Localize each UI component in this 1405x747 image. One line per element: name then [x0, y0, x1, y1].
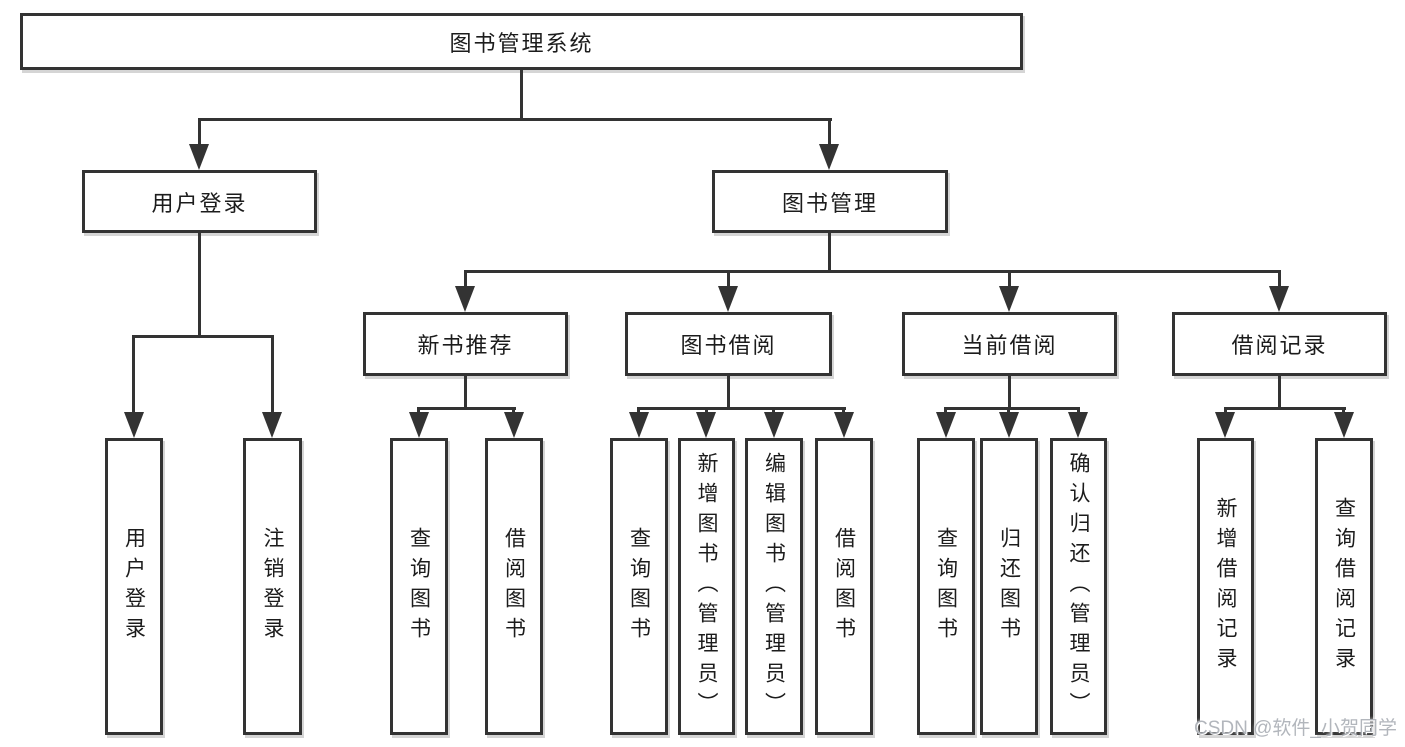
arrow-down-icon [124, 412, 144, 438]
node-label: 图书管理系统 [449, 30, 594, 56]
node-library-system: 图书管理系统 [20, 13, 1023, 70]
connector-line [1008, 270, 1011, 288]
connector-line [1224, 407, 1346, 410]
leaf-query-books-recommend: 查询图书 [390, 438, 448, 735]
leaf-query-books-borrow: 查询图书 [610, 438, 668, 735]
leaf-confirm-return-admin: 确认归还（管理员） [1050, 438, 1107, 735]
node-label: 用户登录 [151, 190, 248, 216]
connector-line [520, 70, 523, 118]
node-label: 注销登录 [261, 526, 284, 647]
node-label: 图书管理 [781, 190, 878, 216]
node-book-borrow: 图书借阅 [625, 312, 832, 376]
node-user-login-group: 用户登录 [82, 170, 317, 233]
arrow-down-icon [504, 412, 524, 438]
node-label: 借阅图书 [502, 526, 526, 647]
node-label: 查询图书 [627, 526, 651, 647]
leaf-borrow-books: 借阅图书 [815, 438, 873, 735]
leaf-borrow-books-recommend: 借阅图书 [485, 438, 543, 735]
leaf-query-borrow-record: 查询借阅记录 [1315, 438, 1373, 735]
leaf-add-borrow-record: 新增借阅记录 [1197, 438, 1254, 735]
arrow-down-icon [819, 144, 839, 170]
arrow-down-icon [629, 412, 649, 438]
arrow-down-icon [999, 286, 1019, 312]
connector-line [464, 270, 467, 288]
connector-line [1278, 376, 1281, 410]
node-label: 借阅图书 [832, 526, 856, 647]
connector-line [944, 407, 947, 416]
connector-line [727, 270, 730, 288]
leaf-user-login: 用户登录 [105, 438, 163, 735]
node-label: 查询借阅记录 [1332, 496, 1356, 677]
connector-line [198, 118, 201, 148]
arrow-down-icon [1269, 286, 1289, 312]
connector-line [271, 335, 274, 414]
node-label: 新书推荐 [417, 333, 514, 358]
connector-line [637, 407, 640, 416]
connector-line [828, 118, 831, 148]
connector-line [512, 407, 515, 416]
connector-line [1008, 376, 1011, 410]
node-label: 借阅记录 [1231, 333, 1328, 358]
node-label: 新增借阅记录 [1214, 496, 1237, 677]
connector-line [132, 335, 135, 414]
arrow-down-icon [696, 412, 716, 438]
connector-line [727, 376, 730, 410]
connector-line [198, 233, 201, 335]
connector-line [842, 407, 845, 416]
csdn-watermark: CSDN @软件_小贺同学 [1194, 718, 1397, 739]
leaf-edit-book-admin: 编辑图书（管理员） [745, 438, 803, 735]
node-current-borrow: 当前借阅 [902, 312, 1117, 376]
node-borrow-records: 借阅记录 [1172, 312, 1387, 376]
connector-line [705, 407, 708, 416]
node-label: 新增图书（管理员） [695, 451, 718, 722]
node-label: 编辑图书（管理员） [762, 451, 786, 722]
node-label: 当前借阅 [961, 333, 1058, 358]
connector-line [1342, 407, 1345, 416]
node-label: 查询图书 [934, 526, 958, 647]
arrow-down-icon [1068, 412, 1088, 438]
connector-line [772, 407, 775, 416]
connector-line [944, 407, 1080, 410]
connector-line [1007, 407, 1010, 416]
arrow-down-icon [718, 286, 738, 312]
node-label: 图书借阅 [680, 333, 777, 358]
connector-line [1278, 270, 1281, 288]
node-label: 归还图书 [997, 526, 1021, 647]
connector-line [464, 270, 1281, 273]
arrow-down-icon [189, 144, 209, 170]
node-label: 确认归还（管理员） [1067, 451, 1090, 722]
connector-line [198, 118, 832, 121]
node-label: 用户登录 [122, 526, 146, 647]
arrow-down-icon [455, 286, 475, 312]
connector-line [637, 407, 846, 410]
arrow-down-icon [834, 412, 854, 438]
connector-line [828, 233, 831, 272]
leaf-query-books-current: 查询图书 [917, 438, 975, 735]
arrow-down-icon [1334, 412, 1354, 438]
arrow-down-icon [1215, 412, 1235, 438]
arrow-down-icon [999, 412, 1019, 438]
arrow-down-icon [764, 412, 784, 438]
leaf-return-books: 归还图书 [980, 438, 1038, 735]
node-new-book-recommend: 新书推荐 [363, 312, 568, 376]
leaf-add-book-admin: 新增图书（管理员） [678, 438, 735, 735]
connector-line [464, 376, 467, 410]
connector-line [417, 407, 516, 410]
leaf-logout: 注销登录 [243, 438, 302, 735]
connector-line [1224, 407, 1227, 416]
node-label: 查询图书 [407, 526, 431, 647]
connector-line [133, 335, 274, 338]
arrow-down-icon [262, 412, 282, 438]
arrow-down-icon [409, 412, 429, 438]
connector-line [417, 407, 420, 416]
arrow-down-icon [936, 412, 956, 438]
connector-line [1077, 407, 1080, 416]
node-book-management: 图书管理 [712, 170, 948, 233]
